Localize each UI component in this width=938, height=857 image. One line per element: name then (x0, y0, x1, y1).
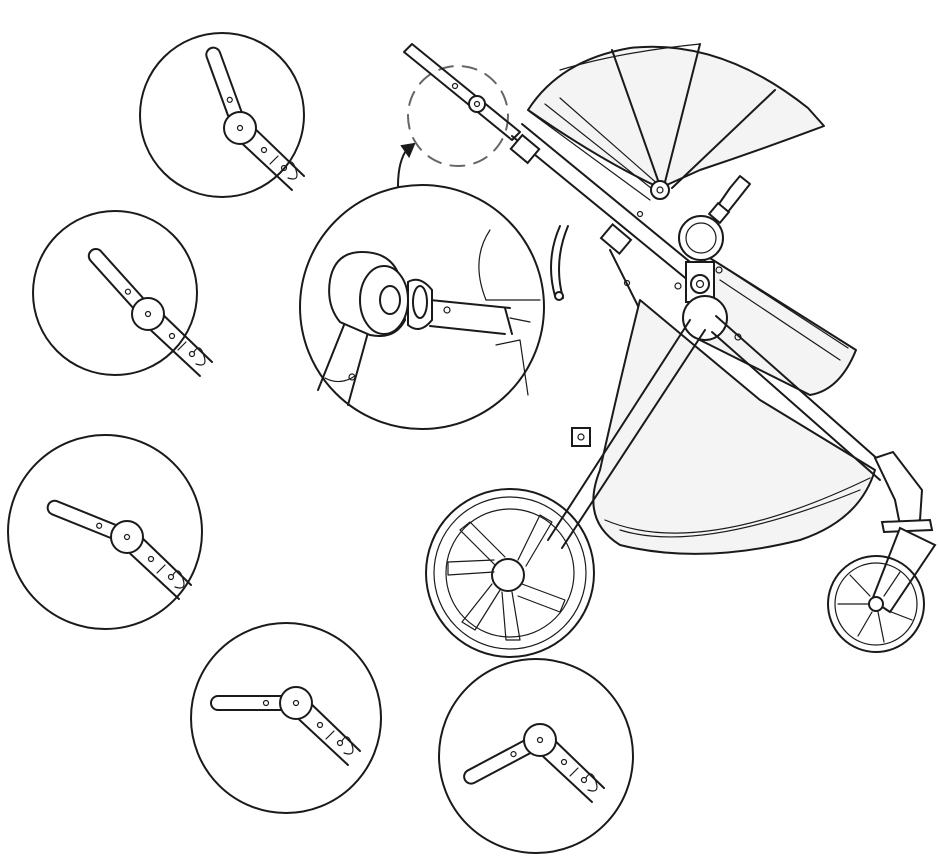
front-wheel (827, 526, 937, 653)
handle-position-1-detail (139, 32, 305, 198)
handle-position-3-detail (7, 434, 203, 630)
callout-arrow (397, 142, 416, 187)
handle-position-4-detail (190, 622, 382, 814)
hinge-zoom-callout (299, 184, 545, 430)
dashed-circle-marker (407, 65, 509, 167)
stroller-illustration (403, 43, 937, 658)
rear-wheel (425, 488, 595, 658)
handle-position-2-detail (32, 210, 213, 377)
handle-position-5-detail (438, 658, 634, 854)
